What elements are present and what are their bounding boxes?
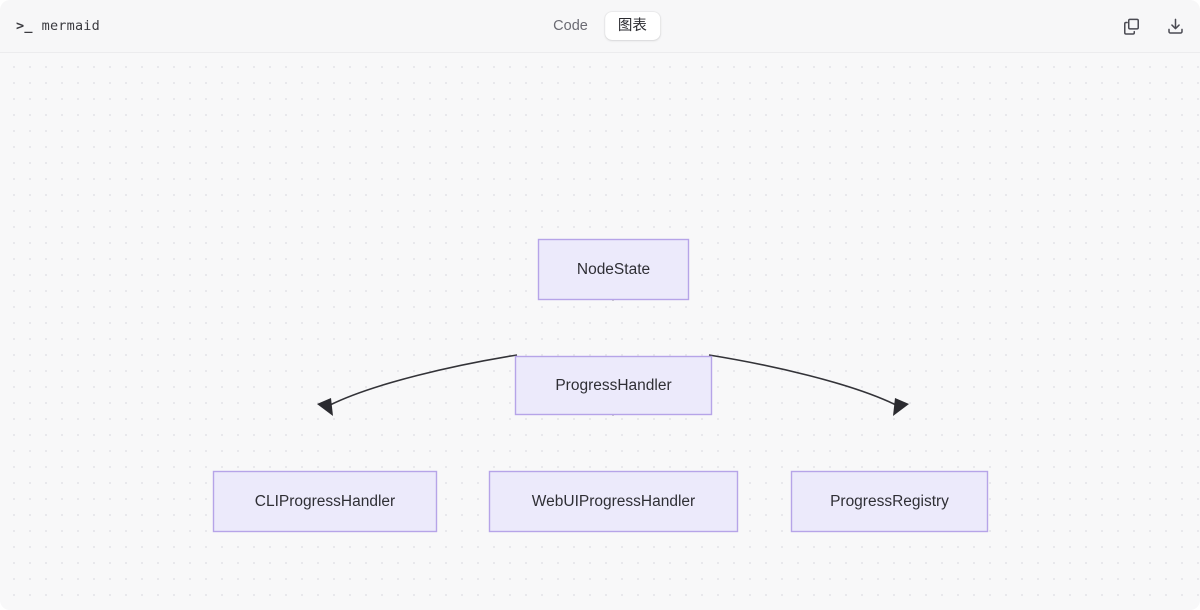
node-label: ProgressRegistry: [830, 493, 949, 510]
node-webuiprogresshandler[interactable]: WebUIProgressHandler: [488, 470, 739, 533]
edge-progresshandler-to-cliprogresshandler: [317, 354, 518, 416]
node-progresshandler[interactable]: ProgressHandler: [514, 355, 713, 416]
copy-icon: [1122, 17, 1141, 36]
node-label: NodeState: [577, 261, 650, 278]
node-label: WebUIProgressHandler: [532, 493, 695, 510]
view-mode-tabs: Code 图表: [537, 9, 663, 43]
node-cliprogresshandler[interactable]: CLIProgressHandler: [212, 470, 438, 533]
tab-code[interactable]: Code: [540, 12, 601, 40]
header-actions: [1120, 15, 1186, 37]
download-icon: [1166, 17, 1185, 36]
node-label: ProgressHandler: [555, 377, 671, 394]
node-nodestate[interactable]: NodeState: [537, 238, 690, 301]
edge-progresshandler-to-progressregistry: [708, 354, 909, 416]
diagram-canvas[interactable]: NodeState ProgressHandler CLIProgressHan…: [0, 53, 1200, 610]
node-label: CLIProgressHandler: [255, 493, 395, 510]
terminal-prompt-icon: >_: [16, 18, 33, 34]
brand-label: mermaid: [41, 18, 100, 34]
brand: >_ mermaid: [16, 18, 100, 34]
download-button[interactable]: [1164, 15, 1186, 37]
tab-diagram[interactable]: 图表: [604, 11, 660, 41]
app-header: >_ mermaid Code 图表: [0, 0, 1200, 53]
node-progressregistry[interactable]: ProgressRegistry: [790, 470, 989, 533]
copy-button[interactable]: [1120, 15, 1142, 37]
flowchart: NodeState ProgressHandler CLIProgressHan…: [212, 238, 989, 533]
